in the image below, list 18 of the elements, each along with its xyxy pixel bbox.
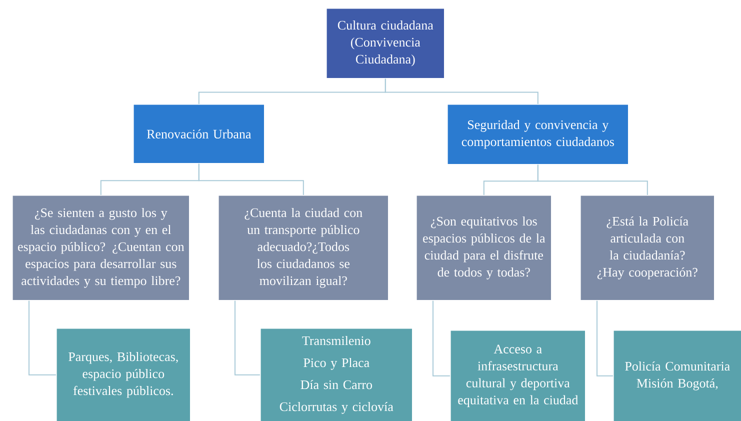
- question-box: ¿Cuenta la ciudad con un transporte público adecuado?¿Todos los ciudadanos se movilizan igual?: [218, 195, 389, 301]
- example-box: Parques, Bibliotecas, espacio público festivales públicos.: [56, 328, 191, 421]
- connector-line: [596, 300, 614, 376]
- example-box: Policía Comunitaria Misión Bogotá,: [613, 330, 741, 421]
- connector-line: [198, 163, 304, 196]
- connector-line: [28, 300, 56, 376]
- title-box: Cultura ciudadana (Convivencia Ciudadana): [326, 8, 445, 79]
- connector-line: [432, 300, 450, 376]
- category-box: Renovación Urbana: [133, 104, 265, 164]
- question-box: ¿Son equitativos los espacios públicos de la ciudad para el disfrute de todos y todas?: [416, 195, 552, 301]
- category-box: Seguridad y convivencia y comportamientos ciudadanos: [447, 104, 629, 165]
- example-box: Acceso a infrasestructura cultural y deportiva equitativa en la ciudad: [450, 330, 586, 421]
- connector-line: [234, 300, 260, 376]
- connector-line: [384, 78, 538, 104]
- example-box: Transmilenio Pico y Placa Día sin Carro Ciclorrutas y ciclovía: [260, 328, 413, 421]
- connector-line: [537, 164, 648, 196]
- question-box: ¿Está la Policía articulada con la ciudadanía? ¿Hay cooperación?: [580, 195, 715, 301]
- question-box: ¿Se sienten a gusto los y las ciudadanas con y en el espacio público? ¿Cuentan con espacios para desarrollar sus actividades y su tiempo libre?: [12, 195, 190, 301]
